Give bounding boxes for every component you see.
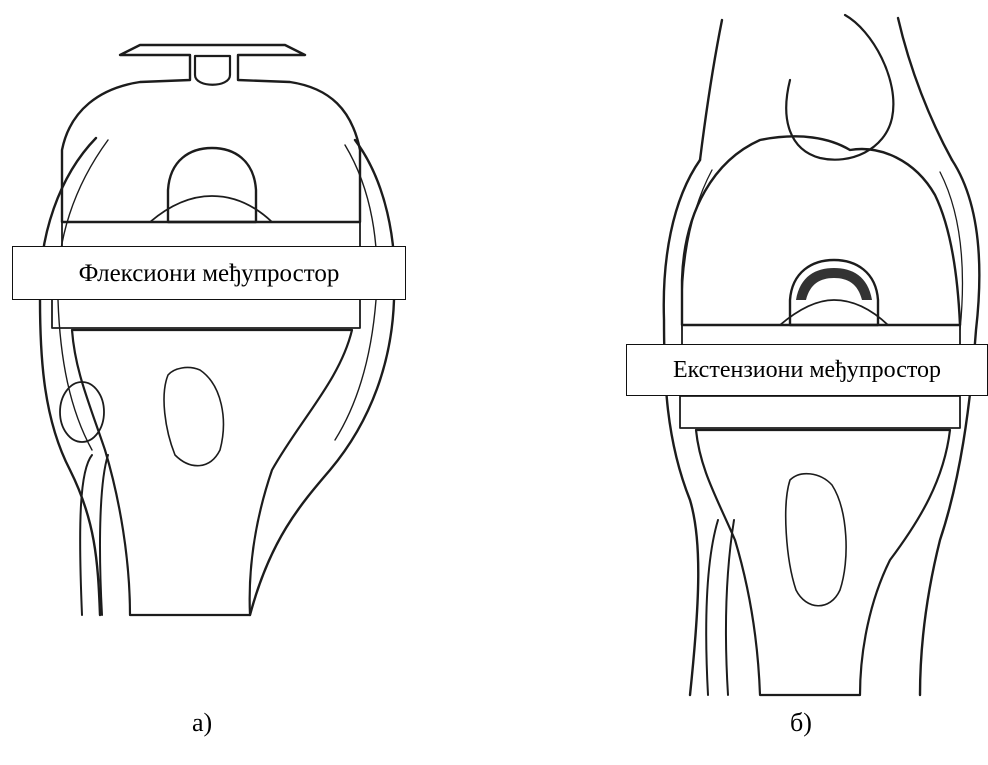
panel-a-notch — [168, 148, 256, 222]
panel-b-tibia — [696, 430, 950, 695]
panel-b-upper-spacer — [682, 300, 960, 346]
panel-b-caption: б) — [790, 710, 812, 736]
panel-a-fibula-head — [60, 382, 104, 442]
panel-b-femur — [682, 136, 960, 325]
panel-a-tibia-tuberosity — [164, 368, 223, 466]
flexion-gap-panel — [40, 45, 395, 615]
panel-b-soft-tissue-inner — [682, 170, 963, 330]
panel-b-fibula — [706, 520, 734, 695]
panel-a-caption: а) — [192, 710, 212, 736]
panel-b-patella — [786, 15, 893, 160]
panel-b-notch-shade — [796, 268, 872, 300]
panel-b-lower-spacer — [680, 396, 960, 428]
panel-b-femur-shaft — [700, 18, 952, 160]
panel-a-fibula — [80, 455, 108, 615]
flexion-gap-label: Флексиони међупростор — [12, 246, 406, 300]
panel-b-tibia-tuberosity — [786, 474, 846, 606]
panel-a-notch-top — [195, 56, 230, 85]
panel-a-lower-spacer — [52, 298, 360, 328]
extension-gap-label: Екстензиони међупростор — [626, 344, 988, 396]
panel-a-soft-tissue — [40, 138, 395, 615]
panel-a-tibia — [72, 330, 352, 615]
